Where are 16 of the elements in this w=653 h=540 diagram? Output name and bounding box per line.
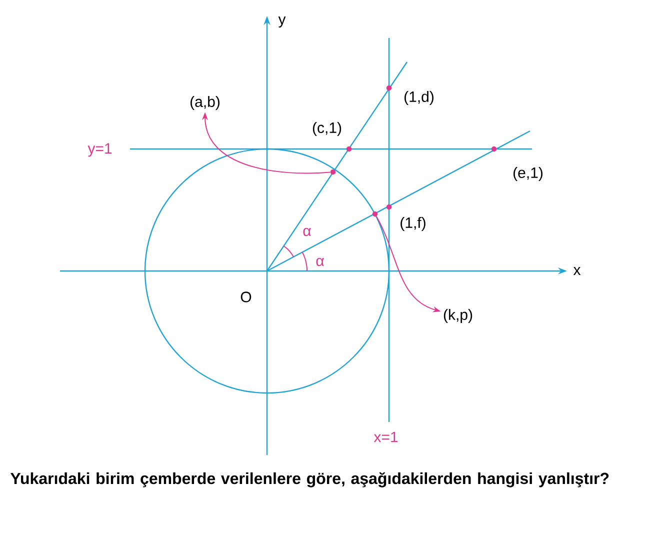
point-label: (1,d)	[404, 91, 434, 105]
point-marker	[330, 169, 336, 175]
axis-label: O	[240, 292, 252, 302]
point-label: (1,f)	[400, 217, 426, 231]
angle-label: α	[303, 228, 311, 236]
axis-label: y	[278, 16, 286, 28]
point-marker	[372, 211, 378, 217]
point-label: (e,1)	[514, 167, 542, 181]
angle-label: α	[316, 258, 324, 266]
point-label: (k,p)	[444, 309, 472, 323]
question-text: Yukarıdaki birim çemberde verilenlere göre, aşağıdakilerden hangisi yanlıştır?	[10, 472, 609, 488]
line-label: x=1	[374, 432, 398, 442]
point-label: (c,1)	[312, 122, 342, 136]
axis-label: x	[573, 267, 581, 275]
point-label: (a,b)	[190, 96, 220, 110]
line-label: y=1	[88, 143, 112, 157]
